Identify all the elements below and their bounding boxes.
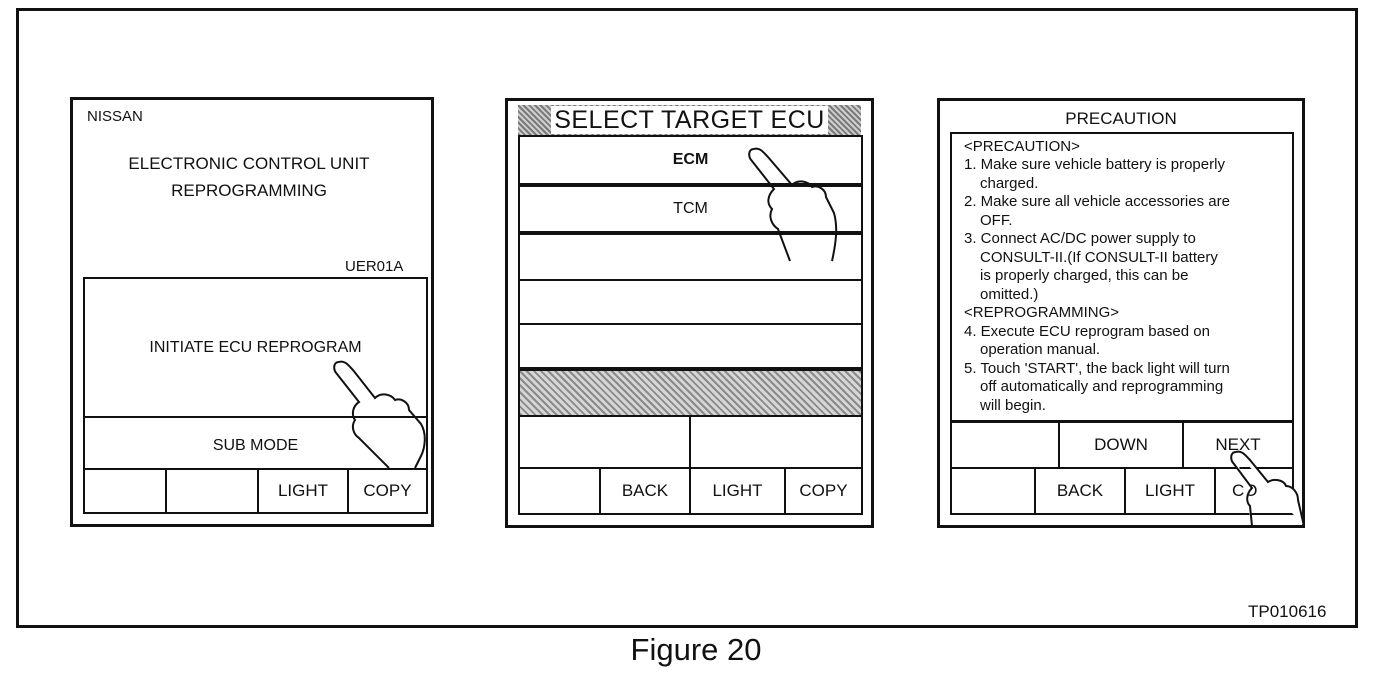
- light-label: LIGHT: [712, 481, 763, 500]
- blank-button-right[interactable]: [689, 415, 863, 469]
- precaution-line: 1. Make sure vehicle battery is properly: [964, 156, 1225, 173]
- figure-caption: Figure 20: [630, 632, 762, 667]
- down-button[interactable]: DOWN: [1058, 421, 1184, 469]
- next-label: NEXT: [1215, 435, 1261, 454]
- precaution-screen: PRECAUTION <PRECAUTION> 1. Make sure veh…: [937, 98, 1305, 528]
- precaution-line: will begin.: [980, 397, 1046, 414]
- light-button[interactable]: LIGHT: [689, 467, 786, 515]
- select-target-ecu-screen: SELECT TARGET ECU ECM TCM BACK LIGHT COP…: [505, 98, 874, 528]
- blank-button-left[interactable]: [950, 421, 1060, 469]
- screen-title: PRECAUTION: [1065, 109, 1177, 128]
- light-button[interactable]: LIGHT: [1124, 467, 1216, 515]
- blank-button-2[interactable]: [165, 468, 259, 514]
- ecu-item-ecm[interactable]: ECM: [518, 135, 863, 185]
- back-label: BACK: [621, 481, 669, 500]
- initiate-ecu-reprogram-button[interactable]: INITIATE ECU REPROGRAM: [83, 277, 428, 418]
- back-button[interactable]: BACK: [599, 467, 691, 515]
- ecu-item-tcm[interactable]: TCM: [518, 185, 863, 233]
- back-label: BACK: [1056, 481, 1104, 500]
- ecu-item-empty-4[interactable]: [518, 279, 863, 325]
- copy-button[interactable]: COPY: [347, 468, 428, 514]
- precaution-line: off automatically and reprogramming: [980, 378, 1224, 395]
- copy-label: COPY: [799, 481, 848, 500]
- screen-header: SELECT TARGET ECU: [518, 105, 861, 135]
- figure-id: TP010616: [1248, 602, 1327, 621]
- precaution-line: omitted.): [980, 286, 1039, 303]
- blank-button-bottom[interactable]: [518, 467, 601, 515]
- copy-label: CO: [1232, 481, 1258, 500]
- copy-button[interactable]: CO: [1214, 467, 1294, 515]
- precaution-line: CONSULT-II.(If CONSULT-II battery: [980, 249, 1218, 266]
- copy-button[interactable]: COPY: [784, 467, 863, 515]
- down-label: DOWN: [1094, 435, 1148, 454]
- header-label: SELECT TARGET ECU: [551, 106, 828, 134]
- title-line-1: ELECTRONIC CONTROL UNIT: [128, 154, 370, 173]
- precaution-line: 2. Make sure all vehicle accessories are: [964, 193, 1230, 210]
- precaution-line: charged.: [980, 175, 1039, 192]
- light-label: LIGHT: [1144, 481, 1196, 500]
- brand-label: NISSAN: [87, 108, 143, 125]
- blank-button-1[interactable]: [83, 468, 167, 514]
- initiate-ecu-reprogram-label: INITIATE ECU REPROGRAM: [149, 338, 362, 356]
- precaution-line: is properly charged, this can be: [980, 267, 1189, 284]
- precaution-line: <REPROGRAMMING>: [964, 304, 1120, 321]
- precaution-line: operation manual.: [980, 341, 1101, 358]
- blank-button-left[interactable]: [518, 415, 691, 469]
- sub-mode-label: SUB MODE: [212, 437, 299, 454]
- precaution-line: OFF.: [980, 212, 1013, 229]
- precaution-line: <PRECAUTION>: [964, 138, 1080, 155]
- figure-frame: [16, 8, 1358, 628]
- next-button[interactable]: NEXT: [1182, 421, 1294, 469]
- light-button[interactable]: LIGHT: [257, 468, 349, 514]
- ecu-item-empty-5[interactable]: [518, 323, 863, 369]
- precaution-text-box: <PRECAUTION> 1. Make sure vehicle batter…: [950, 132, 1294, 422]
- precaution-line: 3. Connect AC/DC power supply to: [964, 230, 1196, 247]
- ecu-item-label: ECM: [672, 151, 709, 168]
- light-label: LIGHT: [277, 481, 329, 500]
- ecu-reprogramming-screen: NISSAN ELECTRONIC CONTROL UNIT REPROGRAM…: [70, 97, 434, 527]
- screen-title: ELECTRONIC CONTROL UNIT REPROGRAMMING: [73, 150, 425, 204]
- title-line-2: REPROGRAMMING: [171, 181, 327, 200]
- blank-button-bottom[interactable]: [950, 467, 1036, 515]
- ecu-item-empty-3[interactable]: [518, 233, 863, 281]
- back-button[interactable]: BACK: [1034, 467, 1126, 515]
- screen-code: UER01A: [345, 258, 404, 275]
- scroll-bar[interactable]: [518, 369, 863, 417]
- sub-mode-button[interactable]: SUB MODE: [83, 416, 428, 470]
- precaution-line: 4. Execute ECU reprogram based on: [964, 323, 1210, 340]
- ecu-item-label: TCM: [673, 200, 708, 217]
- precaution-line: 5. Touch 'START', the back light will tu…: [964, 360, 1230, 377]
- copy-label: COPY: [363, 481, 412, 500]
